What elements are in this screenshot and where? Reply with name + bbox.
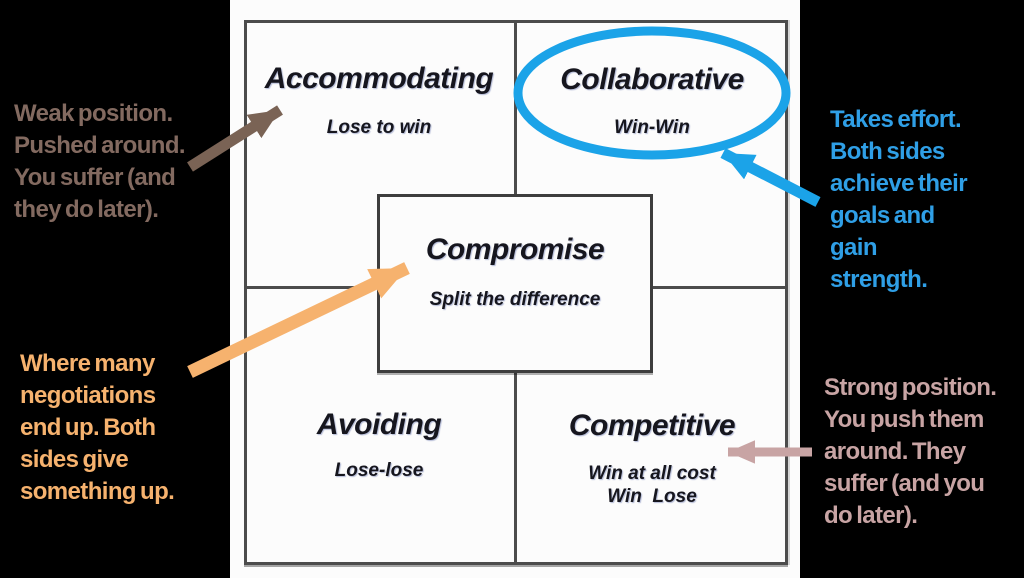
- quadrant-accommodating: Accommodating Lose to win: [244, 20, 514, 139]
- accommodating-subtitle: Lose to win: [326, 117, 432, 138]
- note-weak-position: Weak position. Pushed around. You suffer…: [14, 100, 186, 223]
- quadrant-competitive: Competitive Win at all cost Win Lose: [516, 287, 788, 508]
- note-strong-position: Strong position. You push them around. T…: [824, 374, 997, 529]
- avoiding-title: Avoiding: [316, 408, 442, 441]
- avoiding-subtitle: Lose-lose: [334, 460, 424, 481]
- competitive-subtitle: Win at all cost Win Lose: [588, 463, 716, 507]
- accommodating-title: Accommodating: [264, 62, 494, 95]
- compromise-box: Compromise Split the difference: [377, 194, 653, 373]
- note-takes-effort: Takes effort. Both sides achieve their g…: [830, 106, 968, 293]
- note-where-many-negotiations: Where many negotiations end up. Both sid…: [20, 350, 175, 505]
- compromise-title: Compromise: [425, 233, 605, 266]
- collaborative-subtitle: Win-Win: [614, 117, 690, 138]
- quadrant-avoiding: Avoiding Lose-lose: [244, 287, 514, 482]
- collaborative-title: Collaborative: [560, 63, 744, 96]
- competitive-title: Competitive: [568, 409, 736, 442]
- quadrant-collaborative: Collaborative Win-Win: [516, 20, 788, 139]
- compromise-subtitle: Split the difference: [429, 289, 601, 310]
